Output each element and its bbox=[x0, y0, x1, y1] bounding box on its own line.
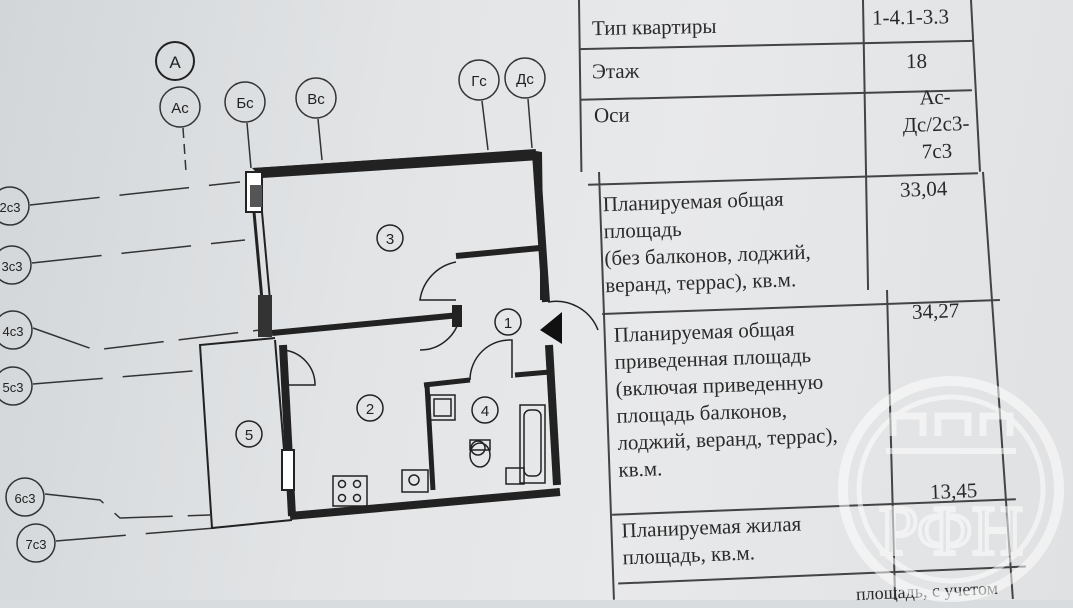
label-line: кв.м. bbox=[617, 456, 663, 482]
axis-label: 7с3 bbox=[26, 537, 47, 552]
room-5-label: 5 bbox=[245, 427, 253, 444]
table-right-border bbox=[970, 0, 981, 172]
axis-gc-bubble: Гс bbox=[458, 59, 500, 151]
room-4-label: 4 bbox=[481, 403, 489, 420]
table-middle-border bbox=[862, 0, 870, 290]
row-value-floor: 18 bbox=[905, 48, 928, 74]
label-line: приведенная площадь bbox=[614, 343, 812, 374]
row-label-total-area: Планируемая общая площадь (без балконов,… bbox=[602, 185, 812, 299]
row-value-total-area: 33,04 bbox=[899, 176, 948, 202]
axis-label: 2с3 bbox=[0, 200, 20, 215]
axis-2c3-bubble: 2с3 bbox=[0, 181, 241, 226]
room-3-label: 3 bbox=[386, 231, 394, 248]
axis-label: Гс bbox=[471, 73, 487, 90]
axis-label: Дс bbox=[516, 71, 534, 88]
watermark-stamp: РФН bbox=[838, 376, 1064, 602]
label-line: лоджий, веранд, террас), bbox=[617, 423, 839, 455]
label-line: площадь, кв.м. bbox=[622, 540, 756, 570]
table-left-border bbox=[598, 171, 615, 600]
axis-label: Бс bbox=[236, 95, 254, 112]
axes-line: Ас- bbox=[919, 84, 951, 110]
axis-label: А bbox=[169, 53, 181, 72]
label-line: площадь балконов, bbox=[616, 397, 788, 428]
fixtures bbox=[332, 394, 546, 507]
row-label-apartment-type: Тип квартиры bbox=[591, 13, 717, 41]
axis-6c3-bubble: 6с3 bbox=[5, 477, 211, 519]
table-row-divider bbox=[588, 172, 978, 186]
axis-a-bubble: А bbox=[155, 41, 195, 81]
room-labels: 3 1 2 4 5 bbox=[235, 224, 522, 448]
label-line: Планируемая жилая bbox=[621, 511, 802, 543]
table-row-divider bbox=[602, 299, 1000, 315]
label-line: (без балконов, лоджий, bbox=[604, 239, 812, 271]
axis-label: 4с3 bbox=[3, 324, 24, 339]
axis-vc-bubble: Вс bbox=[295, 77, 337, 161]
label-line: Планируемая общая bbox=[602, 186, 784, 217]
axis-bc-bubble: Бс bbox=[224, 81, 266, 169]
axis-4c3-bubble: 4с3 bbox=[0, 310, 261, 351]
axis-label: 5с3 bbox=[3, 380, 24, 395]
row-value-apartment-type: 1-4.1-3.3 bbox=[871, 4, 950, 30]
axis-label: 6с3 bbox=[15, 491, 36, 506]
label-line: Планируемая общая bbox=[613, 316, 795, 347]
axis-label: 3с3 bbox=[2, 259, 23, 274]
exterior-walls bbox=[245, 149, 561, 520]
axis-3c3-bubble: 3с3 bbox=[0, 239, 246, 285]
axis-5c3-bubble: 5с3 bbox=[0, 366, 206, 406]
axes-line: 7с3 bbox=[921, 138, 953, 164]
label-line: площадь bbox=[603, 216, 682, 244]
interior-walls bbox=[271, 245, 551, 491]
table-row-divider bbox=[579, 39, 973, 51]
label-line: (включая приведенную bbox=[615, 369, 824, 401]
row-value-reduced-area: 34,27 bbox=[911, 298, 960, 324]
label-line: веранд, террас), кв.м. bbox=[604, 267, 797, 298]
axis-7c3-bubble: 7с3 bbox=[16, 523, 216, 563]
room-2-label: 2 bbox=[366, 401, 374, 418]
axis-ac-bubble: Ас bbox=[159, 86, 201, 173]
axis-label: Вс bbox=[307, 91, 325, 108]
table-row-divider bbox=[580, 89, 972, 101]
row-value-axes: Ас- Дс/2с3- 7с3 bbox=[895, 83, 978, 167]
stamp-text: РФН bbox=[879, 493, 1023, 570]
row-label-living-area: Планируемая жилая площадь, кв.м. bbox=[621, 511, 803, 572]
row-label-reduced-area: Планируемая общая приведенная площадь (в… bbox=[613, 314, 839, 484]
axis-label: Ас bbox=[171, 100, 189, 117]
door-swings bbox=[282, 261, 599, 386]
stamp-logo-icon: РФН bbox=[838, 376, 1064, 602]
room-1-label: 1 bbox=[504, 315, 512, 332]
axes-line: Дс/2с3- bbox=[902, 110, 970, 138]
floor-plan: А Ас Бс Вс Гс Дс 2с3 bbox=[0, 41, 599, 563]
entrance-arrow-icon bbox=[540, 312, 562, 344]
balcony-outline bbox=[198, 337, 293, 530]
axis-dc-bubble: Дс bbox=[504, 57, 546, 149]
